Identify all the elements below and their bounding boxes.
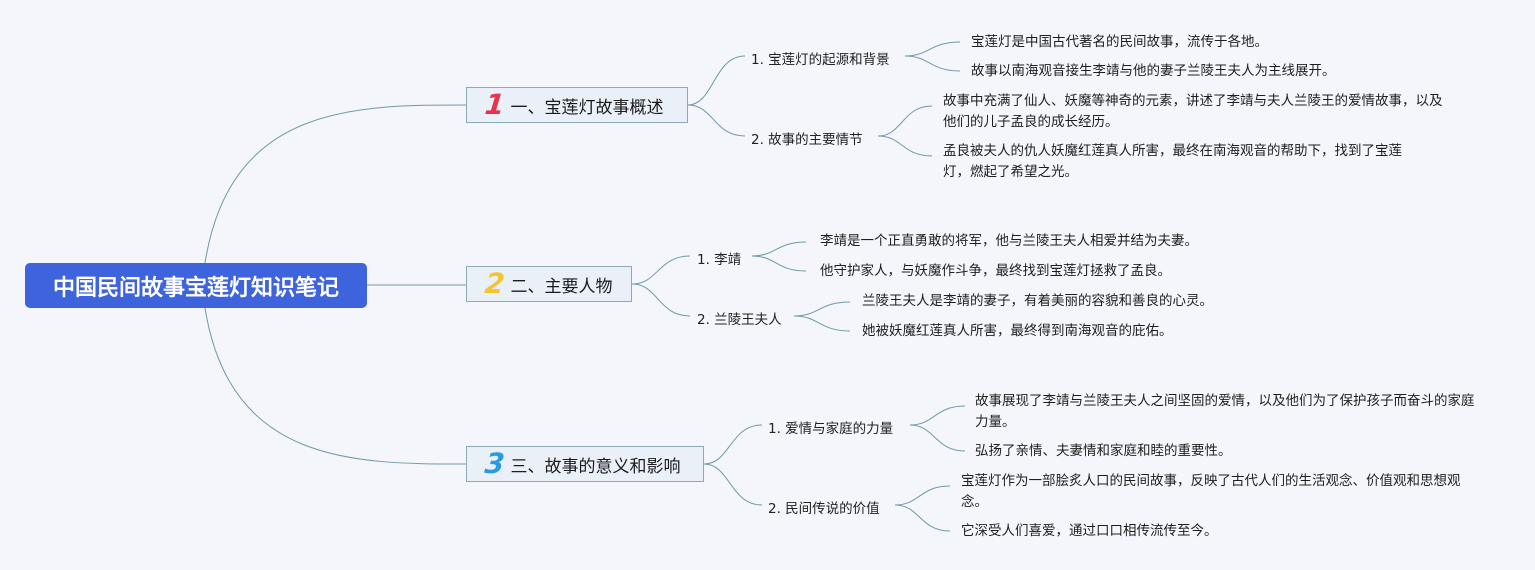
connector-topic1-sub2 bbox=[687, 104, 746, 137]
root-topic[interactable]: 中国民间故事宝莲灯知识笔记 bbox=[25, 263, 367, 308]
topic-label: 三、故事的意义和影响 bbox=[510, 456, 681, 477]
connector-sub12-leaf2 bbox=[877, 135, 933, 157]
connector-sub12-leaf1 bbox=[877, 105, 933, 137]
connector-sub21-leaf2 bbox=[751, 255, 807, 272]
connector-sub22-leaf1 bbox=[793, 301, 851, 317]
leaf-3-2-2: 它深受人们喜爱，通过口口相传流传至今。 bbox=[961, 523, 1218, 539]
connector-topic1-sub1 bbox=[687, 55, 746, 106]
leaf-1-2-2: 孟良被夫人的仇人妖魔红莲真人所害，最终在南海观音的帮助下，找到了宝莲灯，燃起了希… bbox=[943, 143, 1402, 180]
connector-topic2-sub2 bbox=[631, 283, 691, 317]
leaf-1-1-1: 宝莲灯是中国古代著名的民间故事，流传于各地。 bbox=[971, 34, 1268, 50]
leaf-3-1-1: 故事展现了李靖与兰陵王夫人之间坚固的爱情，以及他们为了保护孩子而奋斗的家庭力量。 bbox=[975, 393, 1475, 430]
connector-root-topic-1 bbox=[204, 104, 467, 264]
subtopic-2-2[interactable]: 2. 兰陵王夫人 bbox=[697, 312, 782, 328]
leaf-3-1-2: 弘扬了亲情、夫妻情和家庭和睦的重要性。 bbox=[975, 443, 1232, 459]
topic-number-3: 3 bbox=[483, 447, 507, 480]
connector-topic3-sub1 bbox=[703, 424, 763, 465]
leaf-2-1-2: 他守护家人，与妖魔作斗争，最终找到宝莲灯拯救了孟良。 bbox=[820, 263, 1171, 279]
connector-root-topic-3 bbox=[204, 307, 467, 465]
leaf-2-2-2: 她被妖魔红莲真人所害，最终得到南海观音的庇佑。 bbox=[862, 323, 1173, 339]
subtopic-3-2[interactable]: 2. 民间传说的价值 bbox=[768, 501, 880, 517]
subtopic-1-2[interactable]: 2. 故事的主要情节 bbox=[751, 132, 863, 148]
leaf-1-2-1: 故事中充满了仙人、妖魔等神奇的元素，讲述了李靖与夫人兰陵王的爱情故事，以及他们的… bbox=[943, 93, 1443, 130]
connector-sub32-leaf2 bbox=[894, 504, 951, 532]
topic-1[interactable]: 1 一、宝莲灯故事概述 bbox=[466, 87, 688, 123]
topic-number-1: 1 bbox=[483, 88, 507, 121]
connector-sub21-leaf1 bbox=[751, 241, 807, 257]
topic-number-2: 2 bbox=[483, 267, 507, 300]
connector-sub11-leaf2 bbox=[904, 55, 961, 72]
leaf-1-1-2: 故事以南海观音接生李靖与他的妻子兰陵王夫人为主线展开。 bbox=[971, 63, 1336, 79]
connector-sub32-leaf1 bbox=[894, 485, 951, 506]
connector-sub31-leaf2 bbox=[909, 424, 966, 452]
connector-sub22-leaf2 bbox=[793, 315, 851, 332]
leaf-2-1-1: 李靖是一个正直勇敢的将军，他与兰陵王夫人相爱并结为夫妻。 bbox=[820, 233, 1198, 249]
topic-label: 一、宝莲灯故事概述 bbox=[510, 97, 664, 118]
connector-topic3-sub2 bbox=[703, 463, 763, 506]
connector-sub11-leaf1 bbox=[904, 41, 961, 57]
topic-label: 二、主要人物 bbox=[510, 276, 613, 297]
topic-2[interactable]: 2 二、主要人物 bbox=[466, 266, 632, 302]
leaf-3-2-1: 宝莲灯作为一部脍炙人口的民间故事，反映了古代人们的生活观念、价值观和思想观念。 bbox=[961, 473, 1461, 510]
subtopic-3-1[interactable]: 1. 爱情与家庭的力量 bbox=[768, 421, 894, 437]
leaf-2-2-1: 兰陵王夫人是李靖的妻子，有着美丽的容貌和善良的心灵。 bbox=[862, 293, 1213, 309]
subtopic-2-1[interactable]: 1. 李靖 bbox=[697, 252, 742, 268]
connector-topic2-sub1 bbox=[631, 255, 691, 285]
connector-sub31-leaf1 bbox=[909, 405, 966, 426]
topic-3[interactable]: 3 三、故事的意义和影响 bbox=[466, 446, 704, 482]
subtopic-1-1[interactable]: 1. 宝莲灯的起源和背景 bbox=[751, 52, 890, 68]
